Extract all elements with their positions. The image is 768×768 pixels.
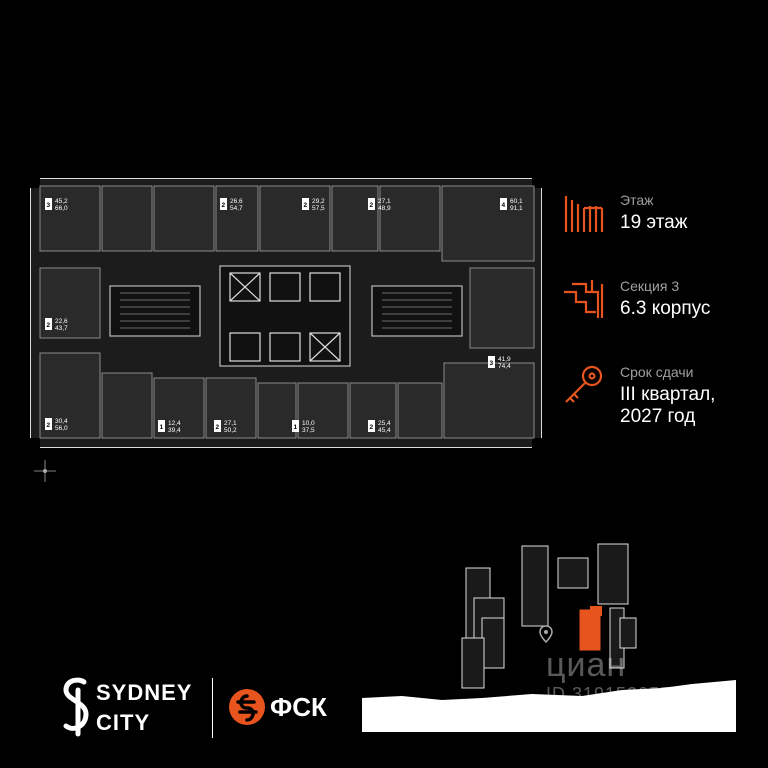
apartment-label[interactable]: 2 22,6 43,7	[45, 318, 68, 332]
svg-text:2: 2	[304, 202, 308, 209]
svg-text:2: 2	[47, 422, 51, 429]
section-value: 6.3 корпус	[620, 298, 711, 319]
svg-text:26,6: 26,6	[230, 198, 243, 205]
apartment-label[interactable]: 2 30,4 56,0	[45, 418, 68, 432]
svg-text:56,0: 56,0	[55, 425, 68, 432]
svg-text:43,7: 43,7	[55, 325, 68, 332]
river-label: Р.МОСКВА	[375, 712, 415, 721]
sydney-s-logo-icon	[63, 677, 89, 737]
svg-text:10,0: 10,0	[302, 420, 315, 427]
svg-text:2: 2	[47, 322, 51, 329]
apartment-label[interactable]: 2 29,2 57,5	[302, 198, 325, 212]
apartment-label[interactable]: 4 60,1 91,1	[500, 198, 523, 212]
svg-text:2: 2	[216, 424, 220, 431]
svg-text:41,9: 41,9	[498, 356, 511, 363]
svg-text:45,2: 45,2	[55, 198, 68, 205]
svg-text:2: 2	[370, 424, 374, 431]
svg-text:30,4: 30,4	[55, 418, 68, 425]
key-icon	[565, 365, 603, 403]
deadline-value-line2: 2027 год	[620, 406, 696, 427]
svg-text:27,1: 27,1	[224, 420, 237, 427]
logo-divider	[212, 678, 213, 738]
watermark-text: циан	[546, 646, 627, 684]
fsk-logo: ФСК	[228, 688, 338, 728]
deadline-label: Срок сдачи	[620, 364, 694, 380]
svg-text:91,1: 91,1	[510, 205, 523, 212]
location-pin-icon	[539, 625, 553, 644]
svg-text:39,4: 39,4	[168, 427, 181, 434]
svg-text:37,5: 37,5	[302, 427, 315, 434]
svg-text:3: 3	[47, 202, 51, 209]
apartment-label[interactable]: 2 27,1 50,2	[214, 420, 237, 434]
svg-text:50,2: 50,2	[224, 427, 237, 434]
svg-text:57,5: 57,5	[312, 205, 325, 212]
deadline-value-line1: III квартал,	[620, 384, 716, 405]
section-label: Секция 3	[620, 278, 680, 294]
svg-text:1: 1	[294, 424, 298, 431]
svg-text:48,9: 48,9	[378, 205, 391, 212]
floor-label: Этаж	[620, 192, 654, 208]
svg-text:25,4: 25,4	[378, 420, 391, 427]
svg-text:12,4: 12,4	[168, 420, 181, 427]
svg-text:27,1: 27,1	[378, 198, 391, 205]
apartment-label[interactable]: 1 12,4 39,4	[158, 420, 181, 434]
site-map	[362, 543, 736, 732]
apartment-label[interactable]: 3 45,2 66,0	[45, 198, 68, 212]
fsk-word: ФСК	[270, 692, 327, 722]
apartment-label[interactable]: 2 27,1 48,9	[368, 198, 391, 212]
floor-plan: 3 45,2 66,0 2 26,6 54,7 2 29,2 57,5 2 27…	[30, 178, 542, 448]
fsk-emblem-icon	[229, 689, 265, 725]
svg-text:54,7: 54,7	[230, 205, 243, 212]
svg-text:74,4: 74,4	[498, 363, 511, 370]
apartment-label[interactable]: 2 25,4 45,4	[368, 420, 391, 434]
svg-text:2: 2	[222, 202, 226, 209]
svg-text:2: 2	[370, 202, 374, 209]
svg-text:22,6: 22,6	[55, 318, 68, 325]
stairs-section-icon	[564, 280, 604, 318]
svg-text:29,2: 29,2	[312, 198, 325, 205]
svg-text:60,1: 60,1	[510, 198, 523, 205]
apartment-label[interactable]: 3 41,9 74,4	[488, 356, 511, 370]
building-floor-icon	[564, 196, 604, 232]
apartment-label[interactable]: 1 10,0 37,5	[292, 420, 315, 434]
svg-text:4: 4	[502, 202, 506, 209]
svg-text:45,4: 45,4	[378, 427, 391, 434]
sydney-city-logo: SYDNEY CITY	[62, 676, 191, 740]
watermark-id: ID 319153057	[546, 684, 672, 704]
svg-text:3: 3	[490, 360, 494, 367]
city-word: CITY	[96, 710, 151, 735]
svg-text:66,0: 66,0	[55, 205, 68, 212]
compass-icon	[34, 460, 56, 482]
apartment-label[interactable]: 2 26,6 54,7	[220, 198, 243, 212]
floor-value: 19 этаж	[620, 212, 688, 233]
svg-text:1: 1	[160, 424, 164, 431]
sydney-word: SYDNEY	[96, 680, 193, 705]
